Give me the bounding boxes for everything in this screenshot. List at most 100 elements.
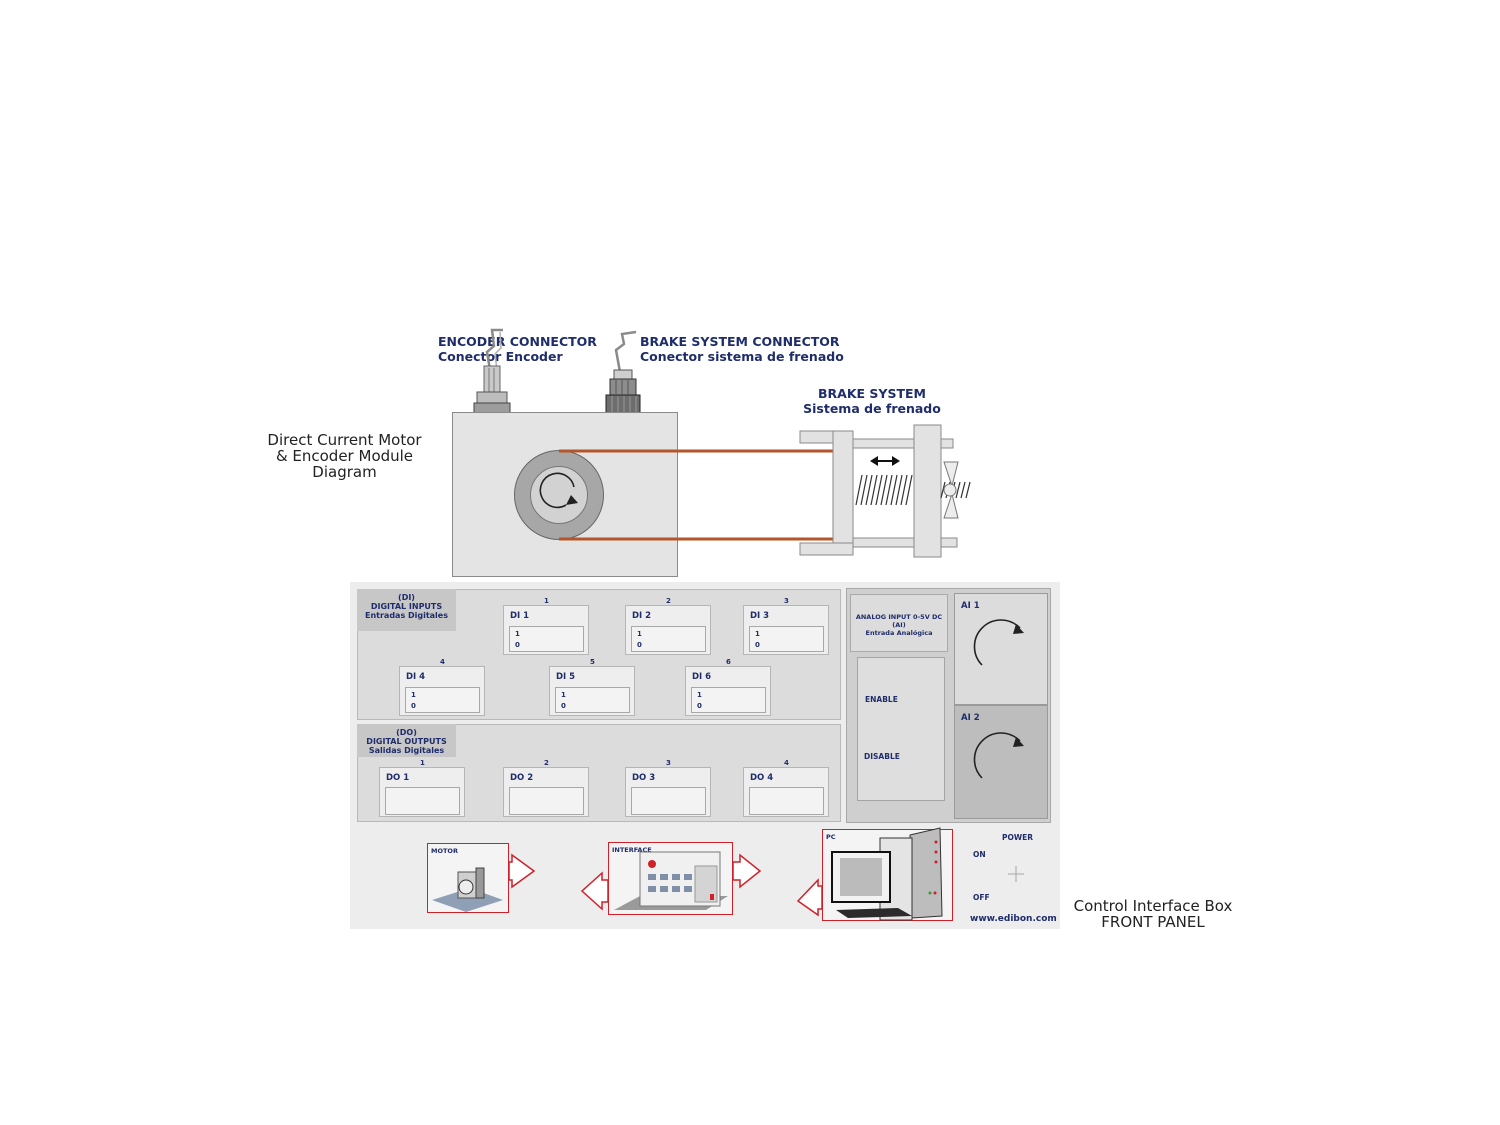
wing-nut-icon [943, 461, 959, 519]
label-en: ENCODER CONNECTOR [438, 334, 597, 349]
edibon-url: www.edibon.com [970, 914, 1057, 924]
encoder-connector-label: ENCODER CONNECTOR Conector Encoder [438, 334, 597, 364]
disable-label: DISABLE [864, 752, 900, 761]
switch-on-label: 1 [755, 630, 760, 638]
do-indicator [631, 787, 706, 815]
do-number: 2 [544, 759, 549, 767]
analog-input-title: ANALOG INPUT 0-5V DC (AI) Entrada Analóg… [850, 594, 948, 652]
front-panel-caption: Control Interface Box FRONT PANEL [1072, 898, 1234, 930]
di-title: DIGITAL INPUTS [370, 602, 443, 611]
do-abbr: (DO) [396, 728, 417, 737]
spring-icon [855, 474, 971, 506]
brake-connector-label: BRAKE SYSTEM CONNECTOR Conector sistema … [640, 334, 844, 364]
di-number: 1 [544, 597, 549, 605]
do-name: DO 1 [386, 773, 410, 783]
label-es: Conector sistema de frenado [640, 349, 844, 364]
do-number: 1 [420, 759, 425, 767]
do-card-3: DO 3 [625, 767, 711, 817]
double-arrow-icon [870, 456, 900, 466]
switch-off-label: 0 [755, 641, 760, 649]
do-indicator [509, 787, 584, 815]
power-switch-icon [1008, 866, 1024, 882]
power-label: POWER [1002, 833, 1034, 842]
do-card-4: DO 4 [743, 767, 829, 817]
ai-1-knob-panel[interactable]: AI 1 [954, 593, 1048, 705]
flow-arrow-icon [508, 853, 823, 917]
pc-icon [831, 827, 943, 921]
enable-label: ENABLE [865, 695, 898, 704]
di-name: DI 6 [692, 672, 712, 682]
do-card-2: DO 2 [503, 767, 589, 817]
di-number: 3 [784, 597, 789, 605]
caption-line: Diagram [312, 463, 377, 481]
pulley-inner [530, 466, 588, 524]
di-number: 2 [666, 597, 671, 605]
di-name: DI 5 [556, 672, 576, 682]
brake-frame [799, 424, 958, 558]
switch-off-label: 0 [637, 641, 642, 649]
do-indicator [385, 787, 460, 815]
label-en: BRAKE SYSTEM CONNECTOR [640, 334, 840, 349]
ai-1-label: AI 1 [961, 601, 980, 611]
label-es: Sistema de frenado [803, 401, 941, 416]
caption-line: Direct Current Motor [267, 431, 422, 449]
switch-off-label: 0 [697, 702, 702, 710]
switch-off-label: 0 [561, 702, 566, 710]
label-es: Conector Encoder [438, 349, 563, 364]
switch-off-label: 0 [515, 641, 520, 649]
motor-tile-label: MOTOR [431, 847, 458, 855]
caption-line: & Encoder Module [275, 447, 414, 465]
di-number: 6 [726, 658, 731, 666]
ai-title-text: ANALOG INPUT 0-5V DC (AI) [855, 613, 943, 629]
enable-switch[interactable] [857, 657, 945, 801]
interface-tile-label: INTERFACE [612, 846, 652, 854]
di-name: DI 3 [750, 611, 770, 621]
interface-box-icon [614, 851, 728, 910]
power-on-label: ON [973, 850, 986, 859]
motor-icon [432, 867, 503, 912]
pc-tile-label: PC [826, 833, 836, 841]
di-abbr: (DI) [398, 593, 415, 602]
do-name: DO 4 [750, 773, 774, 783]
switch-off-label: 0 [411, 702, 416, 710]
switch-on-label: 1 [637, 630, 642, 638]
di-number: 5 [590, 658, 595, 666]
rotation-arrow-icon [539, 472, 578, 509]
caption-line: FRONT PANEL [1101, 913, 1205, 931]
brake-system-label: BRAKE SYSTEM Sistema de frenado [802, 386, 942, 416]
ai-subtitle-text: Entrada Analógica [865, 629, 933, 637]
do-card-1: DO 1 [379, 767, 465, 817]
ai-2-knob-panel[interactable]: AI 2 [954, 705, 1048, 819]
do-number: 4 [784, 759, 789, 767]
di-name: DI 2 [632, 611, 652, 621]
power-off-label: OFF [973, 893, 990, 902]
do-subtitle: Salidas Digitales [368, 746, 445, 755]
power-switch[interactable] [1002, 862, 1030, 886]
digital-outputs-tab: (DO) DIGITAL OUTPUTS Salidas Digitales [357, 724, 456, 757]
di-name: DI 1 [510, 611, 530, 621]
label-en: BRAKE SYSTEM [818, 386, 926, 401]
do-indicator [749, 787, 824, 815]
knob-arrow-icon [973, 619, 1024, 666]
di-number: 4 [440, 658, 445, 666]
switch-on-label: 1 [697, 691, 702, 699]
ai-2-label: AI 2 [961, 713, 980, 723]
do-title: DIGITAL OUTPUTS [366, 737, 447, 746]
digital-inputs-tab: (DI) DIGITAL INPUTS Entradas Digitales [357, 589, 456, 631]
switch-on-label: 1 [561, 691, 566, 699]
